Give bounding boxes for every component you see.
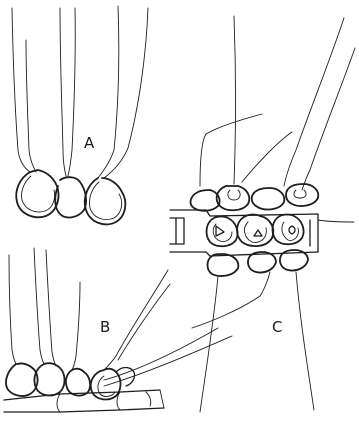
panel-c-cell [286,184,318,206]
panel-a-filament [60,8,66,176]
panel-a-filament [68,8,75,176]
panel-b-cell [34,363,64,395]
panel-c-cell [237,215,273,247]
panel-b-substrate [57,394,60,412]
panel-c-cell [216,226,224,236]
panel-b-label: B [100,318,110,336]
panel-b-filament [104,328,218,380]
panel-c-cell [208,254,239,276]
panel-c-filament [200,276,218,412]
panel-a-cell [85,178,126,224]
panel-c-cell [294,190,306,198]
panel-c-filament [200,114,262,186]
panel-c-filament [296,272,314,410]
panel-b-filament [34,248,44,364]
panel-b-filament [104,270,168,370]
panel-b-filament [46,250,56,366]
panel-b-substrate [146,392,151,406]
panel-c-host-wall [170,210,318,216]
panel-a-cell [55,177,86,217]
panel-a: A [12,6,148,224]
panel-b-filament [118,284,170,360]
panel-b-cell [66,369,90,396]
panel-c-cell [254,230,262,236]
panel-a-filament [26,40,36,172]
panel-a-label: A [84,134,95,152]
panel-c-cell [245,222,267,242]
panel-c-cell [252,188,285,209]
panel-c-filament [234,16,236,184]
panel-c-filament [318,220,354,222]
panel-c-host-wall [170,218,184,244]
panel-c: C [170,16,355,412]
panel-c-cell [228,190,240,200]
panel-c-cell [191,190,220,211]
panel-b: B [4,248,232,412]
panel-b-cell [6,363,38,396]
panel-c-filament [192,272,270,328]
panel-a-filament [98,6,119,178]
panel-c-filament [242,132,292,182]
panel-b-cell [91,369,121,400]
panel-b-substrate [160,390,164,408]
panel-c-cell [282,222,298,240]
panel-a-cell [89,182,121,220]
panel-c-filament [302,48,355,190]
panel-c-label: C [272,318,282,336]
panel-b-filament [72,282,80,370]
panel-c-cell [289,226,295,234]
panel-b-substrate [4,408,164,412]
panel-a-cell [21,176,54,212]
panel-c-host-wall [170,252,318,256]
panel-c-cell [248,252,276,273]
panel-b-filament [9,255,16,364]
panel-a-filament [104,8,148,178]
panel-c-cell [217,186,250,210]
panel-a-cell [16,170,58,217]
